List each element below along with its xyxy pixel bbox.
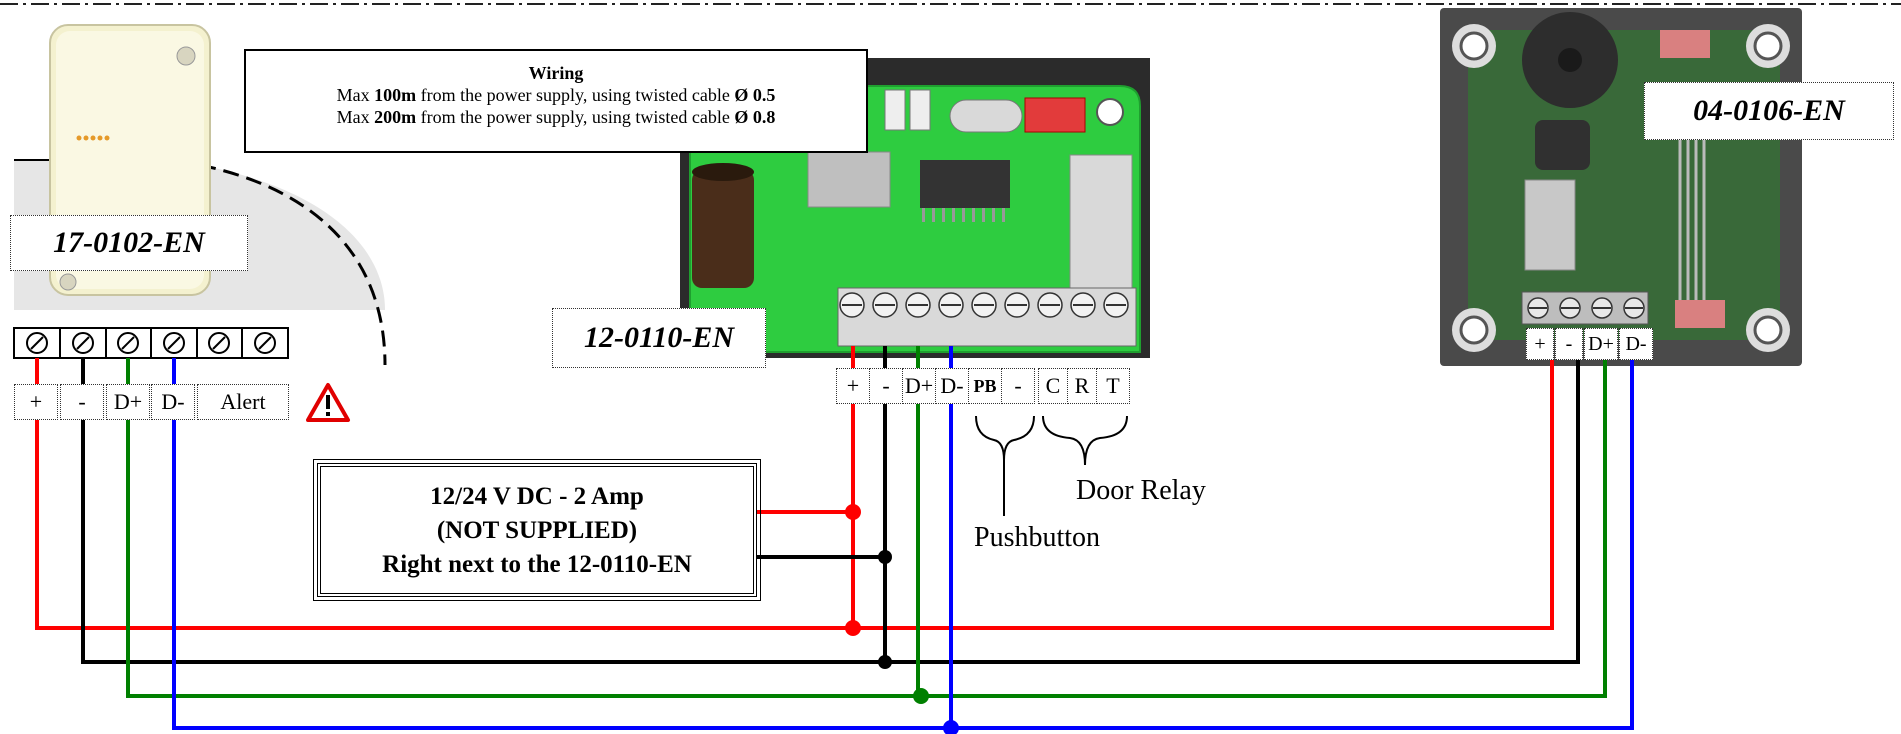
controller-terminal-r: R bbox=[1067, 368, 1097, 404]
controller-terminal-t: T bbox=[1096, 368, 1130, 404]
module-terminal-data-minus: D- bbox=[1619, 328, 1653, 360]
controller-terminal-data-plus: D+ bbox=[902, 368, 936, 404]
wire-data-plus bbox=[126, 358, 1607, 698]
wiring-note-title: Wiring bbox=[528, 63, 584, 83]
module-terminal-minus: - bbox=[1555, 328, 1583, 360]
wiring-note-line2: Max 200m from the power supply, using tw… bbox=[336, 107, 776, 127]
pushbutton-brace bbox=[975, 415, 1035, 516]
wire-junctions bbox=[845, 504, 959, 734]
reader-terminal-plus: + bbox=[14, 384, 58, 420]
reader-code-label: 17-0102-EN bbox=[10, 215, 248, 271]
power-supply-note: (NOT SUPPLIED) bbox=[436, 517, 638, 544]
door-relay-label: Door Relay bbox=[1076, 475, 1206, 506]
wire-data-minus bbox=[172, 358, 1634, 730]
controller-code-label: 12-0110-EN bbox=[552, 308, 766, 368]
power-supply-box: 12/24 V DC - 2 Amp (NOT SUPPLIED) Right … bbox=[313, 459, 761, 601]
module-device bbox=[1440, 8, 1802, 366]
controller-terminal-plus: + bbox=[836, 368, 870, 404]
pushbutton-label: Pushbutton bbox=[974, 522, 1101, 553]
module-terminal-data-plus: D+ bbox=[1584, 328, 1618, 360]
wire-plus bbox=[35, 358, 1554, 630]
controller-terminal-pb-minus: - bbox=[1001, 368, 1035, 404]
reader-terminal-data-minus: D- bbox=[151, 384, 195, 420]
controller-terminal-data-minus: D- bbox=[935, 368, 969, 404]
reader-terminal-alert: Alert bbox=[197, 384, 289, 420]
controller-terminal-c: C bbox=[1038, 368, 1068, 404]
power-supply-rating: 12/24 V DC - 2 Amp bbox=[430, 483, 644, 510]
controller-terminal-minus: - bbox=[869, 368, 903, 404]
reader-terminal-minus: - bbox=[60, 384, 104, 420]
wiring-note: Wiring Max 100m from the power supply, u… bbox=[244, 49, 868, 153]
wire-minus bbox=[81, 358, 1580, 664]
module-terminal-plus: + bbox=[1526, 328, 1554, 360]
wires bbox=[35, 346, 1634, 730]
wiring-note-line1: Max 100m from the power supply, using tw… bbox=[336, 85, 776, 105]
power-supply-location: Right next to the 12-0110-EN bbox=[382, 551, 692, 578]
controller-terminal-pb: PB bbox=[968, 368, 1002, 404]
door-relay-brace bbox=[1042, 415, 1128, 466]
module-code-label: 04-0106-EN bbox=[1644, 82, 1894, 140]
reader-terminal-data-plus: D+ bbox=[106, 384, 150, 420]
warning-triangle-icon bbox=[306, 383, 350, 422]
